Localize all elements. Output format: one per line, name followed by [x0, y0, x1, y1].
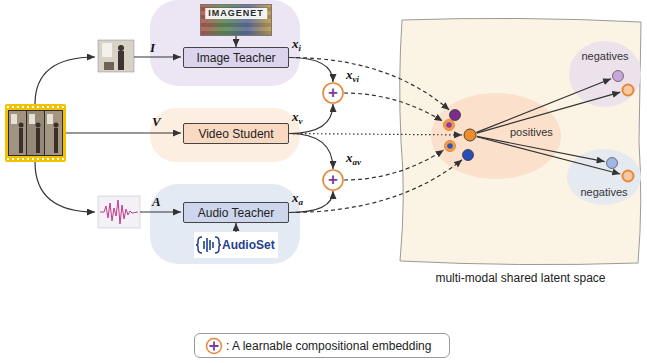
student-box: Video Student [183, 123, 289, 144]
model-name: Video Student [198, 127, 273, 141]
video-clip-strip [5, 104, 66, 162]
composition-node: + [322, 82, 344, 104]
model-name: Audio Teacher [198, 206, 275, 220]
embedding-symbol: xvi [346, 68, 359, 82]
input-arrow [140, 211, 181, 212]
projection-arrow [235, 36, 236, 47]
projection-arrow [289, 160, 462, 213]
negatives-cluster: negatives [568, 40, 642, 108]
flow-arrow [289, 191, 333, 213]
positives-cluster: positives [430, 92, 562, 180]
embedding-symbol: xa [292, 191, 303, 205]
latent-space-panel: multi-modal shared latent spacenegatives… [398, 18, 643, 265]
projection-arrow [289, 134, 462, 135]
dataset-name: AudioSet [222, 238, 275, 252]
teacher-box: Audio Teacher [183, 202, 289, 223]
flow-arrow [477, 136, 605, 161]
flow-arrow [477, 137, 620, 174]
projection-arrow [289, 58, 449, 111]
dataset-logo: AudioSet [194, 232, 278, 258]
composition-node: + [322, 169, 344, 191]
cluster-label: negatives [566, 186, 642, 199]
cluster-label: negatives [568, 50, 642, 63]
flow-arrow [289, 58, 333, 83]
video-student-band [150, 108, 300, 162]
panel-caption: multi-modal shared latent space [398, 271, 643, 285]
legend-box: : A learnable compositional embedding [194, 333, 450, 358]
embedding-symbol: xi [292, 37, 301, 51]
embedding-symbol: xav [346, 151, 361, 165]
flow-arrow [289, 134, 333, 170]
input-arrow [35, 162, 95, 212]
input-symbol: I [150, 41, 155, 55]
teacher-box: Image Teacher [183, 47, 289, 68]
image-teacher-band [150, 0, 300, 86]
input-arrow [66, 132, 181, 133]
frame-thumbnail [98, 40, 134, 72]
dataset-logo: IMAGENET [200, 4, 272, 36]
input-symbol: A [152, 195, 161, 209]
plus-sign: + [322, 82, 344, 103]
flow-arrow [477, 92, 621, 133]
embedding-symbol: xv [292, 110, 303, 124]
audio-teacher-band [150, 184, 300, 264]
composition-symbol [205, 337, 223, 355]
legend-text: : A learnable compositional embedding [226, 339, 431, 353]
flow-arrow [477, 79, 612, 133]
input-symbol: V [152, 115, 161, 129]
input-arrow [35, 57, 95, 104]
audio-waveform [98, 196, 140, 228]
dataset-name: IMAGENET [205, 8, 267, 19]
plus-sign: + [322, 169, 344, 190]
model-name: Image Teacher [196, 51, 275, 65]
negatives-cluster: negatives [566, 148, 642, 206]
projection-arrow [235, 223, 236, 232]
projection-arrow [344, 93, 443, 121]
flow-arrow [289, 104, 333, 134]
cluster-label: positives [510, 126, 553, 139]
projection-arrow [344, 150, 444, 180]
input-arrow [134, 56, 181, 57]
